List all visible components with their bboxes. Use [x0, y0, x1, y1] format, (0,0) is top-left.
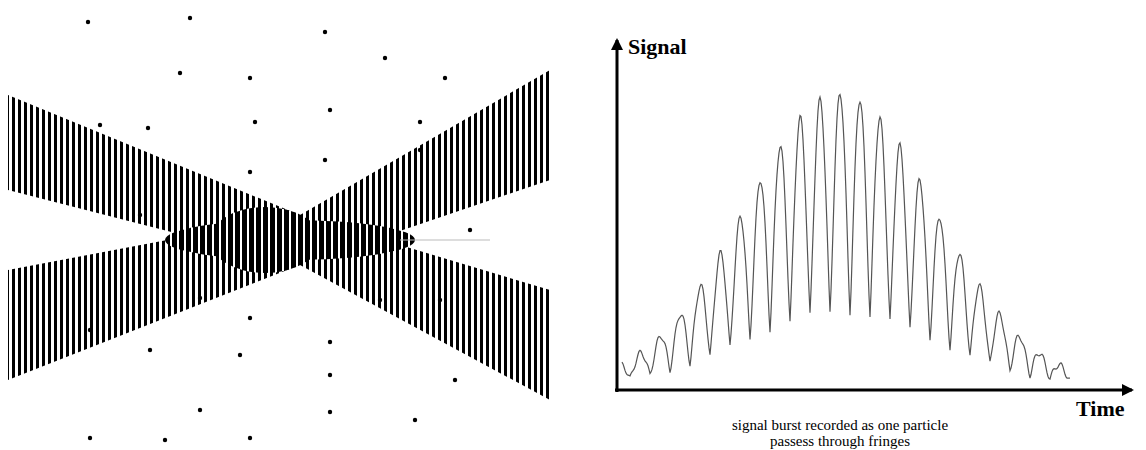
particle — [163, 438, 167, 442]
particle — [328, 108, 332, 112]
particle — [328, 340, 332, 344]
particle — [138, 213, 142, 217]
particle — [323, 158, 327, 162]
particle — [248, 436, 252, 440]
particle — [198, 296, 202, 300]
caption-note: signal burst recorded as one particle pa… — [715, 417, 965, 449]
y-axis — [616, 40, 619, 392]
particle — [178, 71, 182, 75]
particle — [198, 408, 202, 412]
signal-chart — [615, 40, 1132, 392]
particle — [148, 348, 152, 352]
particle — [88, 328, 92, 332]
particle — [413, 418, 417, 422]
particle — [86, 20, 90, 24]
particle — [378, 298, 382, 302]
particle — [188, 16, 192, 20]
particles — [86, 16, 472, 442]
particle — [146, 126, 150, 130]
particle — [323, 30, 327, 34]
particle — [248, 170, 252, 174]
particle — [383, 56, 387, 60]
particle — [328, 373, 332, 377]
x-axis — [615, 389, 1132, 392]
particle — [238, 353, 242, 357]
particle — [443, 76, 447, 80]
laser-beam — [8, 70, 550, 380]
axis-title: Time — [1076, 396, 1124, 422]
particle — [418, 148, 422, 152]
axis-title: Signal — [628, 34, 687, 60]
signal-burst — [622, 95, 1070, 380]
particle — [248, 316, 252, 320]
particle — [98, 123, 102, 127]
particle — [248, 76, 252, 80]
particle — [253, 120, 257, 124]
particle — [468, 228, 472, 232]
probe-volume — [210, 207, 320, 273]
particle — [438, 298, 442, 302]
leader-line — [400, 240, 490, 241]
particle — [328, 410, 332, 414]
particle — [453, 378, 457, 382]
particle — [88, 436, 92, 440]
particle — [418, 120, 422, 124]
laser-beams — [8, 70, 550, 400]
